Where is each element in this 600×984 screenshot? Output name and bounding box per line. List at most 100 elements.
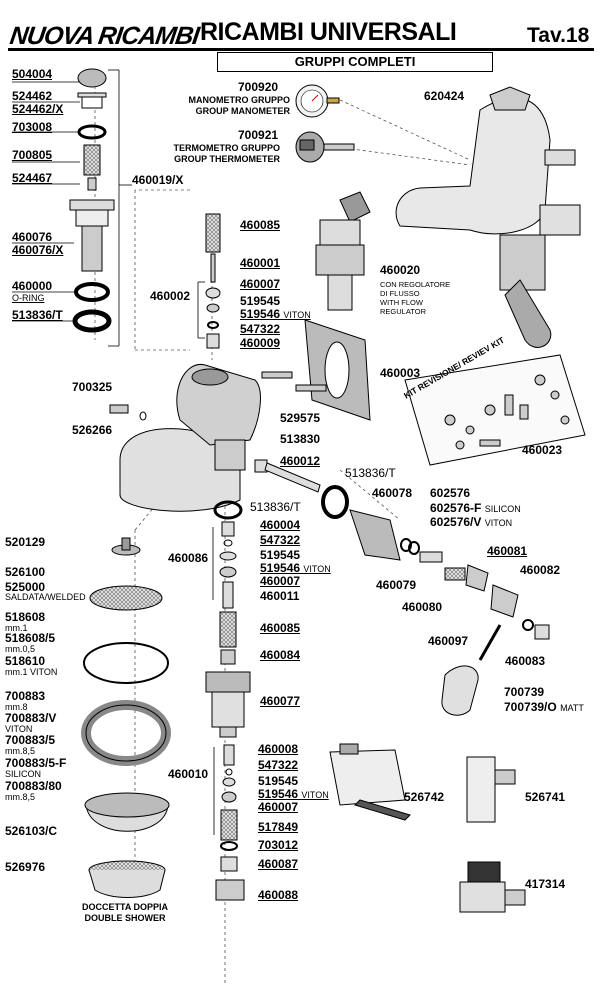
- pin-460012: [254, 459, 321, 493]
- code-519546-c: 519546 VITON: [258, 787, 329, 801]
- mm1-label: mm.1: [5, 623, 28, 633]
- code-520129: 520129: [5, 535, 46, 549]
- code-525000: 525000: [5, 580, 46, 594]
- code-700883-5: 700883/5: [5, 733, 56, 747]
- code-700883: 700883: [5, 689, 46, 703]
- code-524467: 524467: [12, 171, 53, 185]
- plate-460003: [304, 319, 371, 421]
- page-title: RICAMBI UNIVERSALI: [200, 18, 457, 46]
- valve-417314: [459, 861, 526, 913]
- code-700739: 700739: [504, 685, 545, 699]
- code-460003: 460003: [380, 366, 421, 380]
- code-526266: 526266: [72, 423, 113, 437]
- switch-526742: [329, 743, 411, 821]
- code-460076: 460076: [12, 230, 53, 244]
- valve-460020: [315, 191, 371, 311]
- code-519545-a: 519545: [240, 294, 281, 308]
- code-519546-b: 519546 VITON: [260, 561, 331, 575]
- code-700921: 700921: [238, 128, 279, 142]
- section-subtitle: GRUPPI COMPLETI: [217, 52, 493, 72]
- group-460002-parts: [205, 213, 221, 349]
- table-number: Tav.18: [527, 24, 590, 47]
- group-body-casting: [119, 364, 261, 512]
- mm1-viton-label: mm.1 VITON: [5, 667, 58, 677]
- gauges: [295, 84, 355, 163]
- silicon-label: SILICON: [5, 769, 42, 779]
- switch-526741: [466, 756, 516, 823]
- code-526741: 526741: [525, 790, 566, 804]
- code-519546-a: 519546 VITON: [240, 307, 311, 321]
- code-460083: 460083: [505, 654, 546, 668]
- code-460076x: 460076/X: [12, 243, 64, 257]
- code-460077: 460077: [260, 694, 301, 708]
- code-504004: 504004: [12, 67, 53, 81]
- code-700805: 700805: [12, 148, 53, 162]
- code-460087: 460087: [258, 857, 299, 871]
- code-700325: 700325: [72, 380, 113, 394]
- code-513836t-a: 513836/T: [12, 308, 63, 322]
- code-460012: 460012: [280, 454, 321, 468]
- code-519545-c: 519545: [258, 774, 299, 788]
- code-518610: 518610: [5, 654, 46, 668]
- saldata-label: SALDATA/WELDED: [5, 592, 86, 602]
- code-703012: 703012: [258, 838, 299, 852]
- header-divider: [8, 48, 594, 51]
- code-700739o: 700739/O MATT: [504, 700, 584, 714]
- code-700920: 700920: [238, 80, 279, 94]
- code-526976: 526976: [5, 860, 46, 874]
- oring-label: O-RING: [12, 293, 45, 303]
- code-460001: 460001: [240, 256, 281, 270]
- code-460084: 460084: [260, 648, 301, 662]
- code-460020: 460020: [380, 263, 421, 277]
- code-460009: 460009: [240, 336, 281, 350]
- mm85b-label: mm.8,5: [5, 792, 36, 802]
- code-460085-a: 460085: [240, 218, 281, 232]
- code-460007-c: 460007: [258, 800, 299, 814]
- code-526742: 526742: [404, 790, 445, 804]
- code-518608-5: 518608/5: [5, 631, 56, 645]
- code-460081: 460081: [487, 544, 528, 558]
- code-602576v: 602576/V VITON: [430, 515, 513, 529]
- code-700883-5f: 700883/5-F: [5, 756, 67, 770]
- code-700883-80: 700883/80: [5, 779, 62, 793]
- group-460010-parts: [215, 744, 245, 901]
- code-460004: 460004: [260, 518, 301, 532]
- code-529575: 529575: [280, 411, 321, 425]
- code-524462x: 524462/X: [12, 102, 64, 116]
- code-519545-b: 519545: [260, 548, 301, 562]
- code-460007-a: 460007: [240, 277, 281, 291]
- code-547322-b: 547322: [260, 533, 301, 547]
- code-526103c: 526103/C: [5, 824, 58, 838]
- code-526100: 526100: [5, 565, 46, 579]
- code-460082: 460082: [520, 563, 561, 577]
- code-513830: 513830: [280, 432, 321, 446]
- code-460011: 460011: [260, 589, 300, 603]
- code-547322-c: 547322: [258, 758, 299, 772]
- mm05-label: mm.0,5: [5, 644, 36, 654]
- viton-label: VITON: [5, 724, 33, 734]
- code-460088: 460088: [258, 888, 299, 902]
- code-460023: 460023: [522, 443, 563, 457]
- code-460007-b: 460007: [260, 574, 301, 588]
- code-460079: 460079: [376, 578, 417, 592]
- code-460008: 460008: [258, 742, 299, 756]
- code-517849: 517849: [258, 820, 299, 834]
- code-460002: 460002: [150, 289, 191, 303]
- code-460086: 460086: [168, 551, 209, 565]
- left-bottom-parts: [81, 537, 171, 898]
- code-518608: 518608: [5, 610, 46, 624]
- group-head-620424: [395, 86, 581, 348]
- code-417314: 417314: [525, 877, 566, 891]
- code-513836t-c: 513836/T: [250, 500, 301, 514]
- code-620424: 620424: [424, 89, 465, 103]
- code-460000: 460000: [12, 279, 53, 293]
- right-group-parts: [349, 509, 550, 716]
- code-602576f: 602576-F SILICON: [430, 501, 521, 515]
- code-460085-b: 460085: [260, 621, 301, 635]
- code-700883v: 700883/V: [5, 711, 57, 725]
- group-460086-parts: [205, 500, 251, 738]
- code-460080: 460080: [402, 600, 443, 614]
